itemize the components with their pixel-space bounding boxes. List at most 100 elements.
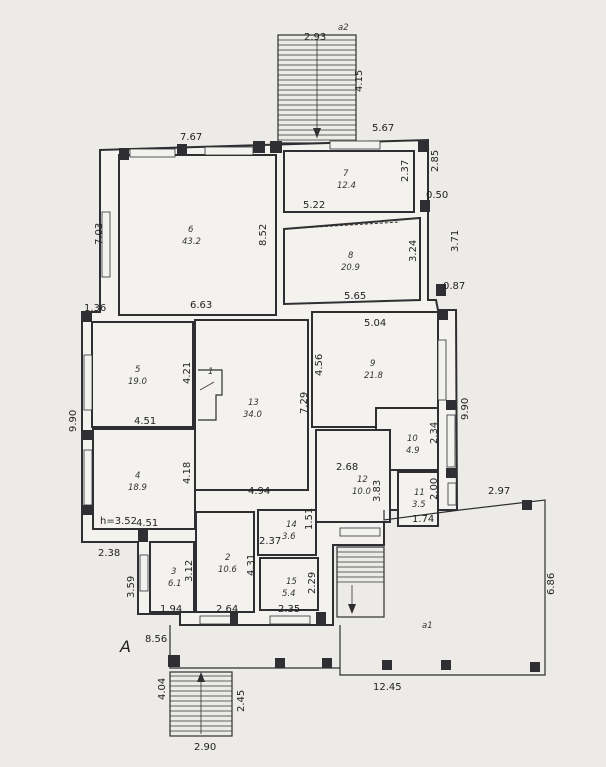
dim-label: 2.37 (400, 160, 411, 182)
plan-marker: A (119, 637, 131, 656)
dim-label: 3.59 (126, 576, 137, 598)
room-8-no: 8 (348, 251, 354, 261)
zone-a2: а2 (338, 23, 349, 33)
room-13-area: 34.0 (243, 410, 262, 420)
room-2-no: 2 (225, 553, 230, 563)
room-15-no: 15 (286, 577, 297, 587)
room-9-no: 9 (370, 359, 375, 369)
room-14-area: 3.6 (282, 532, 296, 542)
dim-label: 4.21 (182, 362, 193, 384)
room-14-no: 14 (286, 520, 297, 530)
room-14 (257, 509, 317, 556)
dim-label: 0.87 (443, 281, 465, 292)
dim-label: 2.64 (216, 604, 238, 615)
dim-label: 2.68 (336, 462, 358, 473)
room-11-no: 11 (414, 488, 425, 498)
stair-inner (336, 546, 385, 618)
room-7 (283, 150, 415, 213)
dim-label: 8.52 (258, 224, 269, 246)
dim-label: 4.94 (248, 486, 270, 497)
room-12 (315, 429, 391, 523)
dim-label: 2.45 (236, 690, 247, 712)
dim-label: 6.86 (546, 573, 557, 595)
dim-label: 2.37 (259, 536, 281, 547)
dim-label: 2.90 (194, 742, 216, 753)
dim-label: 4.51 (136, 518, 158, 529)
room-15-area: 5.4 (282, 589, 296, 599)
room-10-area: 4.9 (406, 446, 420, 456)
room-4-no: 4 (135, 471, 140, 481)
dimension-labels: 2.93 4.15 7.67 5.67 2.37 2.85 0.50 5.22 … (68, 32, 557, 753)
room-2 (195, 511, 255, 613)
room-5 (91, 321, 194, 428)
rooms (91, 150, 439, 613)
dim-label: 1.51 (304, 508, 315, 530)
room-3-no: 3 (171, 567, 176, 577)
dim-label: 4.04 (157, 678, 168, 700)
windows (83, 140, 457, 625)
dim-label: 5.04 (364, 318, 386, 329)
dim-label: 2.29 (307, 572, 318, 594)
room-6-no: 6 (188, 225, 194, 235)
dim-label: 9.90 (68, 410, 79, 432)
room-6 (118, 154, 277, 316)
dim-label: 7.29 (299, 392, 310, 414)
room-15 (259, 557, 319, 611)
dim-label: 1.36 (84, 303, 106, 314)
dim-label: 3.83 (372, 480, 383, 502)
dim-label: 4.31 (246, 554, 257, 576)
room-8-area: 20.9 (341, 263, 360, 273)
column-marks (82, 140, 456, 624)
dim-label: 5.67 (372, 123, 394, 134)
room-7-no: 7 (343, 169, 349, 179)
room-5-area: 19.0 (128, 377, 147, 387)
dim-label: 5.22 (303, 200, 325, 211)
dim-label: 2.93 (304, 32, 326, 43)
room-4 (92, 428, 196, 530)
dim-label: 4.56 (314, 354, 325, 376)
room-13-no: 13 (248, 398, 259, 408)
stair-entrance (169, 671, 233, 737)
dim-label: 3.12 (184, 560, 195, 582)
dim-label: 4.15 (354, 70, 365, 92)
dim-label: 1.94 (160, 604, 182, 615)
room-2-area: 10.6 (218, 565, 238, 575)
room-3-area: 6.1 (168, 579, 182, 589)
dim-label: 3.24 (408, 240, 419, 262)
dim-label: 7.03 (94, 223, 105, 245)
room-12-area: 10.0 (352, 487, 371, 497)
room-9-area: 21.8 (364, 371, 384, 381)
terrace-a1 (168, 499, 546, 676)
room-labels: 6 43.2 7 12.4 8 20.9 5 19.0 4 18.9 13 34… (100, 23, 433, 656)
dim-label: 9.90 (460, 398, 471, 420)
dim-label: 7.67 (180, 132, 202, 143)
room-7-area: 12.4 (337, 181, 356, 191)
dim-label: 2.00 (429, 478, 440, 500)
dim-label: 8.56 (145, 634, 167, 645)
stair-a2 (277, 34, 357, 144)
dim-label: 2.34 (429, 422, 440, 444)
room-13 (194, 319, 309, 491)
dim-label: 12.45 (373, 682, 402, 693)
zone-a1: а1 (422, 621, 433, 631)
room-10-no: 10 (407, 434, 418, 444)
room-6-area: 43.2 (182, 237, 201, 247)
dim-label: 1.74 (412, 514, 434, 525)
dim-label: 2.97 (488, 486, 510, 497)
room-1-no: 1 (208, 367, 213, 377)
dim-label: 0.50 (426, 190, 448, 201)
room-11-area: 3.5 (412, 500, 426, 510)
dim-label: 4.51 (134, 416, 156, 427)
dim-label: 2.85 (430, 150, 441, 172)
room-4-area: 18.9 (128, 483, 147, 493)
room-8 (283, 216, 421, 306)
dim-label: 4.18 (182, 462, 193, 484)
dim-label: 2.38 (98, 548, 120, 559)
dim-label: 3.71 (450, 230, 461, 252)
dim-label: 6.63 (190, 300, 212, 311)
room-12-no: 12 (357, 475, 368, 485)
dashed-partition (299, 221, 401, 229)
height-note: h=3.52 (100, 516, 137, 527)
dim-label: 2.35 (278, 604, 300, 615)
